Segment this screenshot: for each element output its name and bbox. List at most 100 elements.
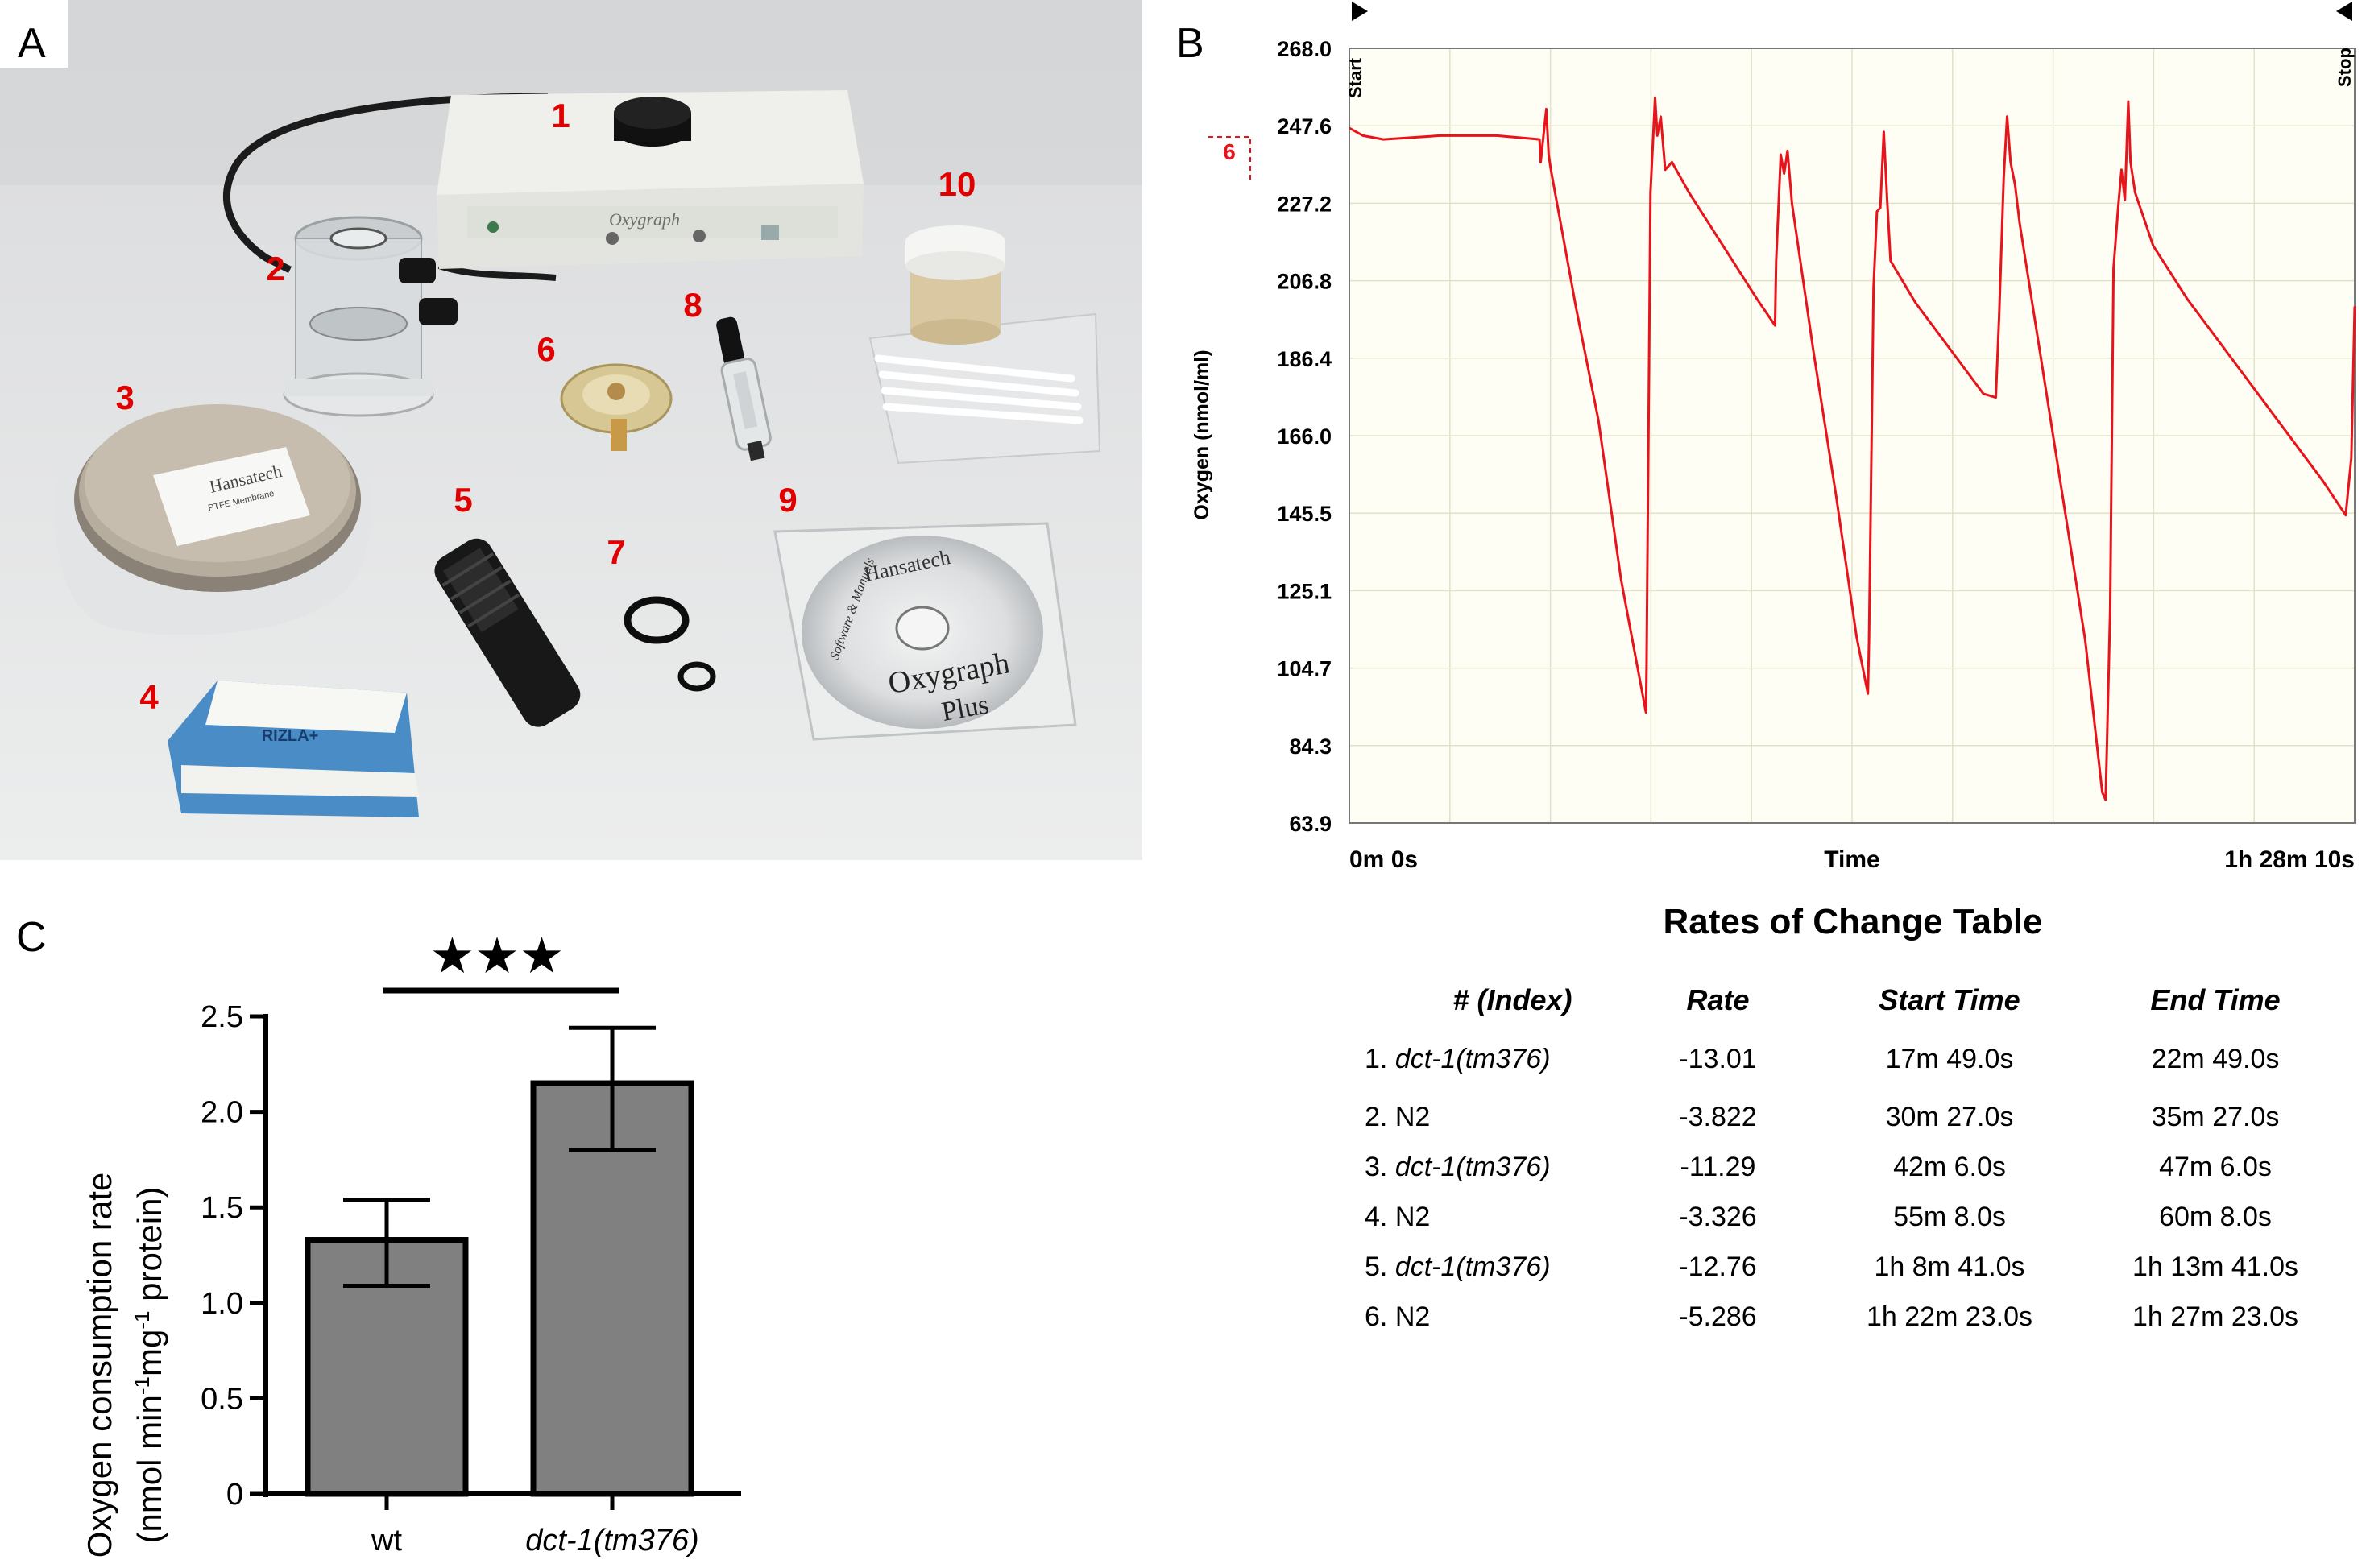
panel-a-letter: A xyxy=(18,20,46,67)
stirrer-rod xyxy=(434,538,581,727)
trace-y-tick-label: 63.9 xyxy=(1289,812,1332,836)
start-marker-label: Start xyxy=(1345,57,1365,98)
bar-y-tick-label: 1.5 xyxy=(201,1191,243,1225)
papers-brand-label: RIZLA+ xyxy=(262,727,319,745)
cell-index: 5. dct-1(tm376) xyxy=(1337,1242,1615,1292)
bar-category-label: wt xyxy=(371,1524,402,1558)
trace-y-tick-label: 227.2 xyxy=(1277,192,1332,216)
cell-rate: -12.76 xyxy=(1679,1251,1757,1282)
rate-triangle xyxy=(1208,136,1251,183)
trace-y-tick-label: 206.8 xyxy=(1277,270,1332,294)
panel-c-letter: C xyxy=(16,914,47,961)
plot-frame xyxy=(1349,48,2356,824)
cell-start-time: 30m 27.0s xyxy=(1885,1101,2014,1132)
row-number: 4. xyxy=(1365,1201,1395,1232)
header-rate: Rate xyxy=(1686,983,1750,1016)
trace-x-axis-label: Time xyxy=(1824,846,1879,873)
photo-label-5: 5 xyxy=(454,481,472,519)
rates-table-title: Rates of Change Table xyxy=(1663,902,2043,941)
row-number: 5. xyxy=(1365,1251,1395,1282)
header-end-time: End Time xyxy=(2150,983,2281,1016)
trace-y-tick-label: 84.3 xyxy=(1289,734,1332,759)
photo-label-4: 4 xyxy=(139,678,159,716)
row-number: 3. xyxy=(1365,1151,1395,1182)
rate-segment-label: 6 xyxy=(1223,139,1236,164)
photo-label-6: 6 xyxy=(537,330,555,368)
oxygen-trace-chart: 268.0247.6227.2206.8186.4166.0145.5125.1… xyxy=(1191,2,2356,873)
cell-end-time: 60m 8.0s xyxy=(2159,1201,2272,1232)
bar-y-axis-label-part: (nmol min xyxy=(131,1395,168,1543)
cell-start-time: 42m 6.0s xyxy=(1893,1151,2006,1182)
strain-name: N2 xyxy=(1394,1301,1431,1332)
cell-rate: -3.822 xyxy=(1679,1101,1757,1132)
strain-name: N2 xyxy=(1394,1201,1431,1232)
bar-y-axis-label-part: -1 xyxy=(130,1376,154,1395)
bar-y-tick-label: 0.5 xyxy=(201,1382,243,1416)
photo-label-1: 1 xyxy=(551,97,570,134)
trace-y-tick-label: 247.6 xyxy=(1277,114,1332,139)
oxygen-consumption-bar-chart: Oxygen consumption rate (nmol min-1mg-1 … xyxy=(81,926,741,1558)
bar-y-axis-label-part: protein) xyxy=(131,1186,168,1310)
header-index: # (Index) xyxy=(1452,983,1572,1016)
bar xyxy=(305,1237,469,1497)
trace-x-start-label: 0m 0s xyxy=(1349,846,1418,873)
bar-y-tick-label: 1.0 xyxy=(201,1287,243,1321)
rates-table-header-row: # (Index) Rate Start Time End Time xyxy=(1337,974,2352,1026)
cell-index: 6. N2 xyxy=(1337,1292,1615,1342)
strain-name: dct-1(tm376) xyxy=(1394,1251,1551,1282)
trace-y-tick-label: 125.1 xyxy=(1277,579,1332,603)
photo-label-8: 8 xyxy=(683,286,702,324)
cell-end-time: 47m 6.0s xyxy=(2159,1151,2272,1182)
cell-end-time: 35m 27.0s xyxy=(2151,1101,2280,1132)
rates-table-row: 6. N2 -5.286 1h 22m 23.0s 1h 27m 23.0s xyxy=(1337,1292,2352,1342)
oxygraph-control-box: Oxygraph xyxy=(437,90,864,269)
cell-end-time: 22m 49.0s xyxy=(2151,1043,2280,1074)
cell-index: 4. N2 xyxy=(1337,1192,1615,1242)
photo-label-10: 10 xyxy=(939,165,976,203)
bar-y-axis-label-part: -1 xyxy=(130,1311,154,1330)
software-cd-case: Hansatech Software & Manuals Oxygraph Pl… xyxy=(773,522,1077,741)
strain-name: dct-1(tm376) xyxy=(1394,1151,1551,1182)
cell-end-time: 1h 27m 23.0s xyxy=(2132,1301,2299,1332)
cell-start-time: 1h 22m 23.0s xyxy=(1866,1301,2033,1332)
stop-marker-label: Stop xyxy=(2335,48,2355,87)
cell-start-time: 55m 8.0s xyxy=(1893,1201,2006,1232)
cell-rate: -5.286 xyxy=(1679,1301,1757,1332)
bar-y-axis-label-line2: (nmol min-1mg-1 protein) xyxy=(130,1186,168,1543)
row-number: 2. xyxy=(1365,1101,1395,1132)
rolling-papers: RIZLA+ xyxy=(168,681,419,817)
rates-table-row: 4. N2 -3.326 55m 8.0s 60m 8.0s xyxy=(1337,1192,2352,1242)
stop-marker-icon xyxy=(2336,2,2352,21)
o-ring-large xyxy=(624,596,690,644)
trace-y-axis-label: Oxygen (nmol/ml) xyxy=(1191,350,1213,519)
electrode-disc xyxy=(560,363,673,451)
bar-category-label: dct-1(tm376) xyxy=(525,1524,698,1558)
bar-y-tick-label: 0 xyxy=(226,1478,243,1512)
rates-table: # (Index) Rate Start Time End Time 1. dc… xyxy=(1337,974,2352,1342)
cell-index: 2. N2 xyxy=(1337,1092,1615,1142)
trace-x-end-label: 1h 28m 10s xyxy=(2224,846,2355,873)
strain-name: N2 xyxy=(1394,1101,1431,1132)
electrolyte-jar-and-swabs xyxy=(868,225,1101,465)
bar-y-axis-label-line1: Oxygen consumption rate xyxy=(81,1173,118,1558)
o-ring-small xyxy=(677,661,716,692)
row-number: 1. xyxy=(1365,1043,1395,1074)
bar-y-tick-label: 2.0 xyxy=(201,1096,243,1130)
header-start-time: Start Time xyxy=(1879,983,2020,1016)
equipment-photo: Oxygraph Hansatech PTFE Membrane RIZLA+ xyxy=(0,0,1142,860)
cell-rate: -3.326 xyxy=(1679,1201,1757,1232)
syringe xyxy=(716,316,772,461)
significance-stars: ★★★ xyxy=(430,926,565,985)
trace-y-tick-label: 268.0 xyxy=(1277,37,1332,61)
cell-rate: -11.29 xyxy=(1680,1151,1756,1182)
bar-y-axis-label-part: mg xyxy=(131,1330,168,1376)
cell-index: 3. dct-1(tm376) xyxy=(1337,1142,1615,1192)
device-front-label: Oxygraph xyxy=(609,209,680,230)
cell-start-time: 1h 8m 41.0s xyxy=(1874,1251,2025,1282)
rates-table-row: 2. N2 -3.822 30m 27.0s 35m 27.0s xyxy=(1337,1092,2352,1142)
cell-end-time: 1h 13m 41.0s xyxy=(2132,1251,2299,1282)
strain-name: dct-1(tm376) xyxy=(1394,1043,1551,1074)
panel-a-letter-box xyxy=(0,0,68,68)
row-number: 6. xyxy=(1365,1301,1395,1332)
